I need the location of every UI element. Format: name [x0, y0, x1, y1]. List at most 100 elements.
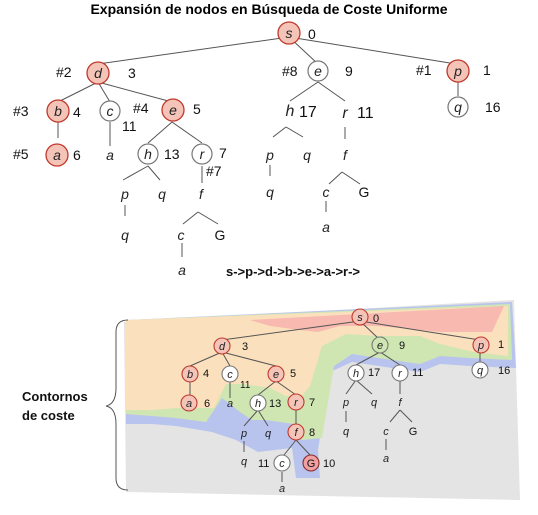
node-q-under-h9: q: [303, 147, 311, 163]
node-c-under-f: c: [178, 227, 185, 243]
node-d-expanded: [86, 61, 110, 85]
node-b-cost: 4: [73, 104, 81, 120]
node-q-under-p-h9: q: [266, 184, 274, 200]
node-f8-bottom-label: f: [294, 427, 298, 439]
order-2-label: #2: [56, 64, 72, 80]
node-a-bottom: [180, 394, 198, 412]
node-r-under-e9-cost: 11: [357, 105, 374, 122]
node-goal-under-f9-bottom: G: [409, 426, 418, 438]
node-q16-bottom-label: q: [477, 365, 484, 377]
node-c-under-f-bottom: [273, 454, 291, 472]
node-h17-bottom-label: h: [353, 368, 359, 380]
node-a-under-c9-bottom: a: [383, 453, 389, 465]
node-p-cost: 1: [483, 62, 491, 78]
node-a-under-c-f-bottom: a: [279, 483, 285, 495]
diagram-title: Expansión de nodos en Búsqueda de Coste …: [90, 1, 448, 17]
tree-top-edges: [57, 36, 459, 257]
node-e-top-cost: 9: [345, 63, 353, 79]
node-e5-bottom: [267, 365, 285, 383]
node-f8-bottom: [287, 423, 305, 441]
node-r7-bottom-label: r: [294, 397, 299, 409]
node-c-bottom-label: c: [227, 369, 233, 381]
node-goal-under-f9: G: [359, 184, 370, 200]
node-d-bottom-cost: 3: [242, 341, 248, 353]
node-h17-bottom: [347, 364, 365, 382]
node-r11-bottom-label: r: [398, 368, 403, 380]
node-p-under-h: p: [120, 186, 129, 202]
node-goal-bottom-cost: 10: [323, 458, 335, 470]
node-p-expanded: [446, 59, 470, 83]
node-r-label: r: [200, 146, 206, 162]
node-b-label: b: [54, 103, 62, 119]
node-h-cost: 13: [164, 146, 180, 162]
node-b-bottom-label: b: [187, 369, 193, 381]
node-q-under-p-h: q: [121, 227, 129, 243]
node-e-expanded: [161, 98, 185, 122]
node-e9-bottom: [371, 336, 389, 354]
node-d-bottom: [213, 337, 231, 355]
node-e5-bottom-label: e: [273, 369, 279, 381]
node-p-under-h9: p: [265, 147, 274, 163]
tree-bottom: Contornos de coste s 0 d 3 e 9 p 1: [22, 300, 520, 500]
order-7-label: #7: [206, 163, 222, 179]
node-s-cost: 0: [308, 26, 316, 42]
node-a-under-c-f: a: [178, 262, 186, 278]
node-a-under-c-bottom: a: [227, 398, 233, 410]
node-s-expanded-top: [277, 21, 301, 45]
node-a-label: a: [53, 147, 61, 163]
node-c-under-f-bottom-cost: 11: [258, 458, 269, 470]
node-c-under-f9-bottom: c: [383, 426, 389, 438]
node-e9-bottom-cost: 9: [399, 340, 405, 352]
node-p-bottom: [472, 336, 490, 354]
node-e5-bottom-cost: 5: [290, 368, 296, 380]
node-h13-bottom-label: h: [255, 398, 261, 410]
node-d-cost: 3: [128, 65, 136, 81]
tree-top: s 0 #2 d 3 #8 e 9 #1 p 1 q 16 #3 b 4 c 1…: [13, 21, 501, 279]
node-h13-bottom-cost: 13: [269, 398, 281, 410]
node-h-label: h: [144, 146, 152, 162]
contour-brace: [105, 319, 129, 491]
node-goal-bottom: [302, 454, 320, 472]
node-p-bottom-label: p: [477, 340, 484, 352]
node-r-under-e9: r: [342, 105, 348, 122]
node-b-expanded: [46, 99, 70, 123]
node-p-label: p: [453, 63, 462, 79]
node-h: [137, 143, 159, 165]
node-p-under-h13-bottom: p: [240, 428, 247, 440]
node-r-cost: 7: [219, 145, 227, 161]
node-e9-bottom-label: e: [377, 340, 383, 352]
contour-red: [250, 306, 504, 332]
node-r-expanded: [191, 143, 213, 165]
node-a-bottom-cost: 6: [204, 398, 210, 410]
node-q-under-p-bottom: q: [241, 456, 248, 468]
node-c-bottom: [221, 365, 239, 383]
node-r11-bottom-cost: 11: [412, 367, 423, 379]
node-q-cost: 16: [485, 99, 501, 115]
node-s-bottom-cost: 0: [373, 313, 379, 325]
node-r7-bottom-cost: 7: [309, 397, 315, 409]
node-d-bottom-label: d: [219, 341, 226, 353]
expansion-sequence: s->p->d->b->e->a->r->: [226, 264, 360, 279]
node-a-under-c: a: [106, 147, 114, 163]
node-c-under-f-bottom-label: c: [279, 458, 285, 470]
node-c: [99, 100, 121, 122]
node-h17-bottom-cost: 17: [368, 367, 380, 379]
node-s-bottom: [351, 308, 369, 326]
node-q16-bottom: [471, 361, 489, 379]
node-c-label: c: [107, 103, 114, 119]
node-d-label: d: [94, 65, 103, 81]
contour-label-line1: Contornos: [22, 389, 88, 404]
node-p-bottom-cost: 1: [498, 339, 504, 351]
contour-label-line2: de coste: [22, 408, 75, 423]
node-a-under-c-f9: a: [322, 219, 330, 235]
node-e-label: e: [169, 102, 177, 118]
node-a-expanded: [45, 143, 69, 167]
node-c-under-f9: c: [323, 184, 330, 200]
node-h-under-e9: h: [286, 103, 295, 120]
order-5-label: #5: [13, 146, 29, 162]
node-b-bottom-cost: 4: [203, 368, 209, 380]
node-a-cost: 6: [73, 147, 81, 163]
node-f-under-r: f: [199, 186, 205, 202]
node-q-under-p: [447, 96, 469, 118]
